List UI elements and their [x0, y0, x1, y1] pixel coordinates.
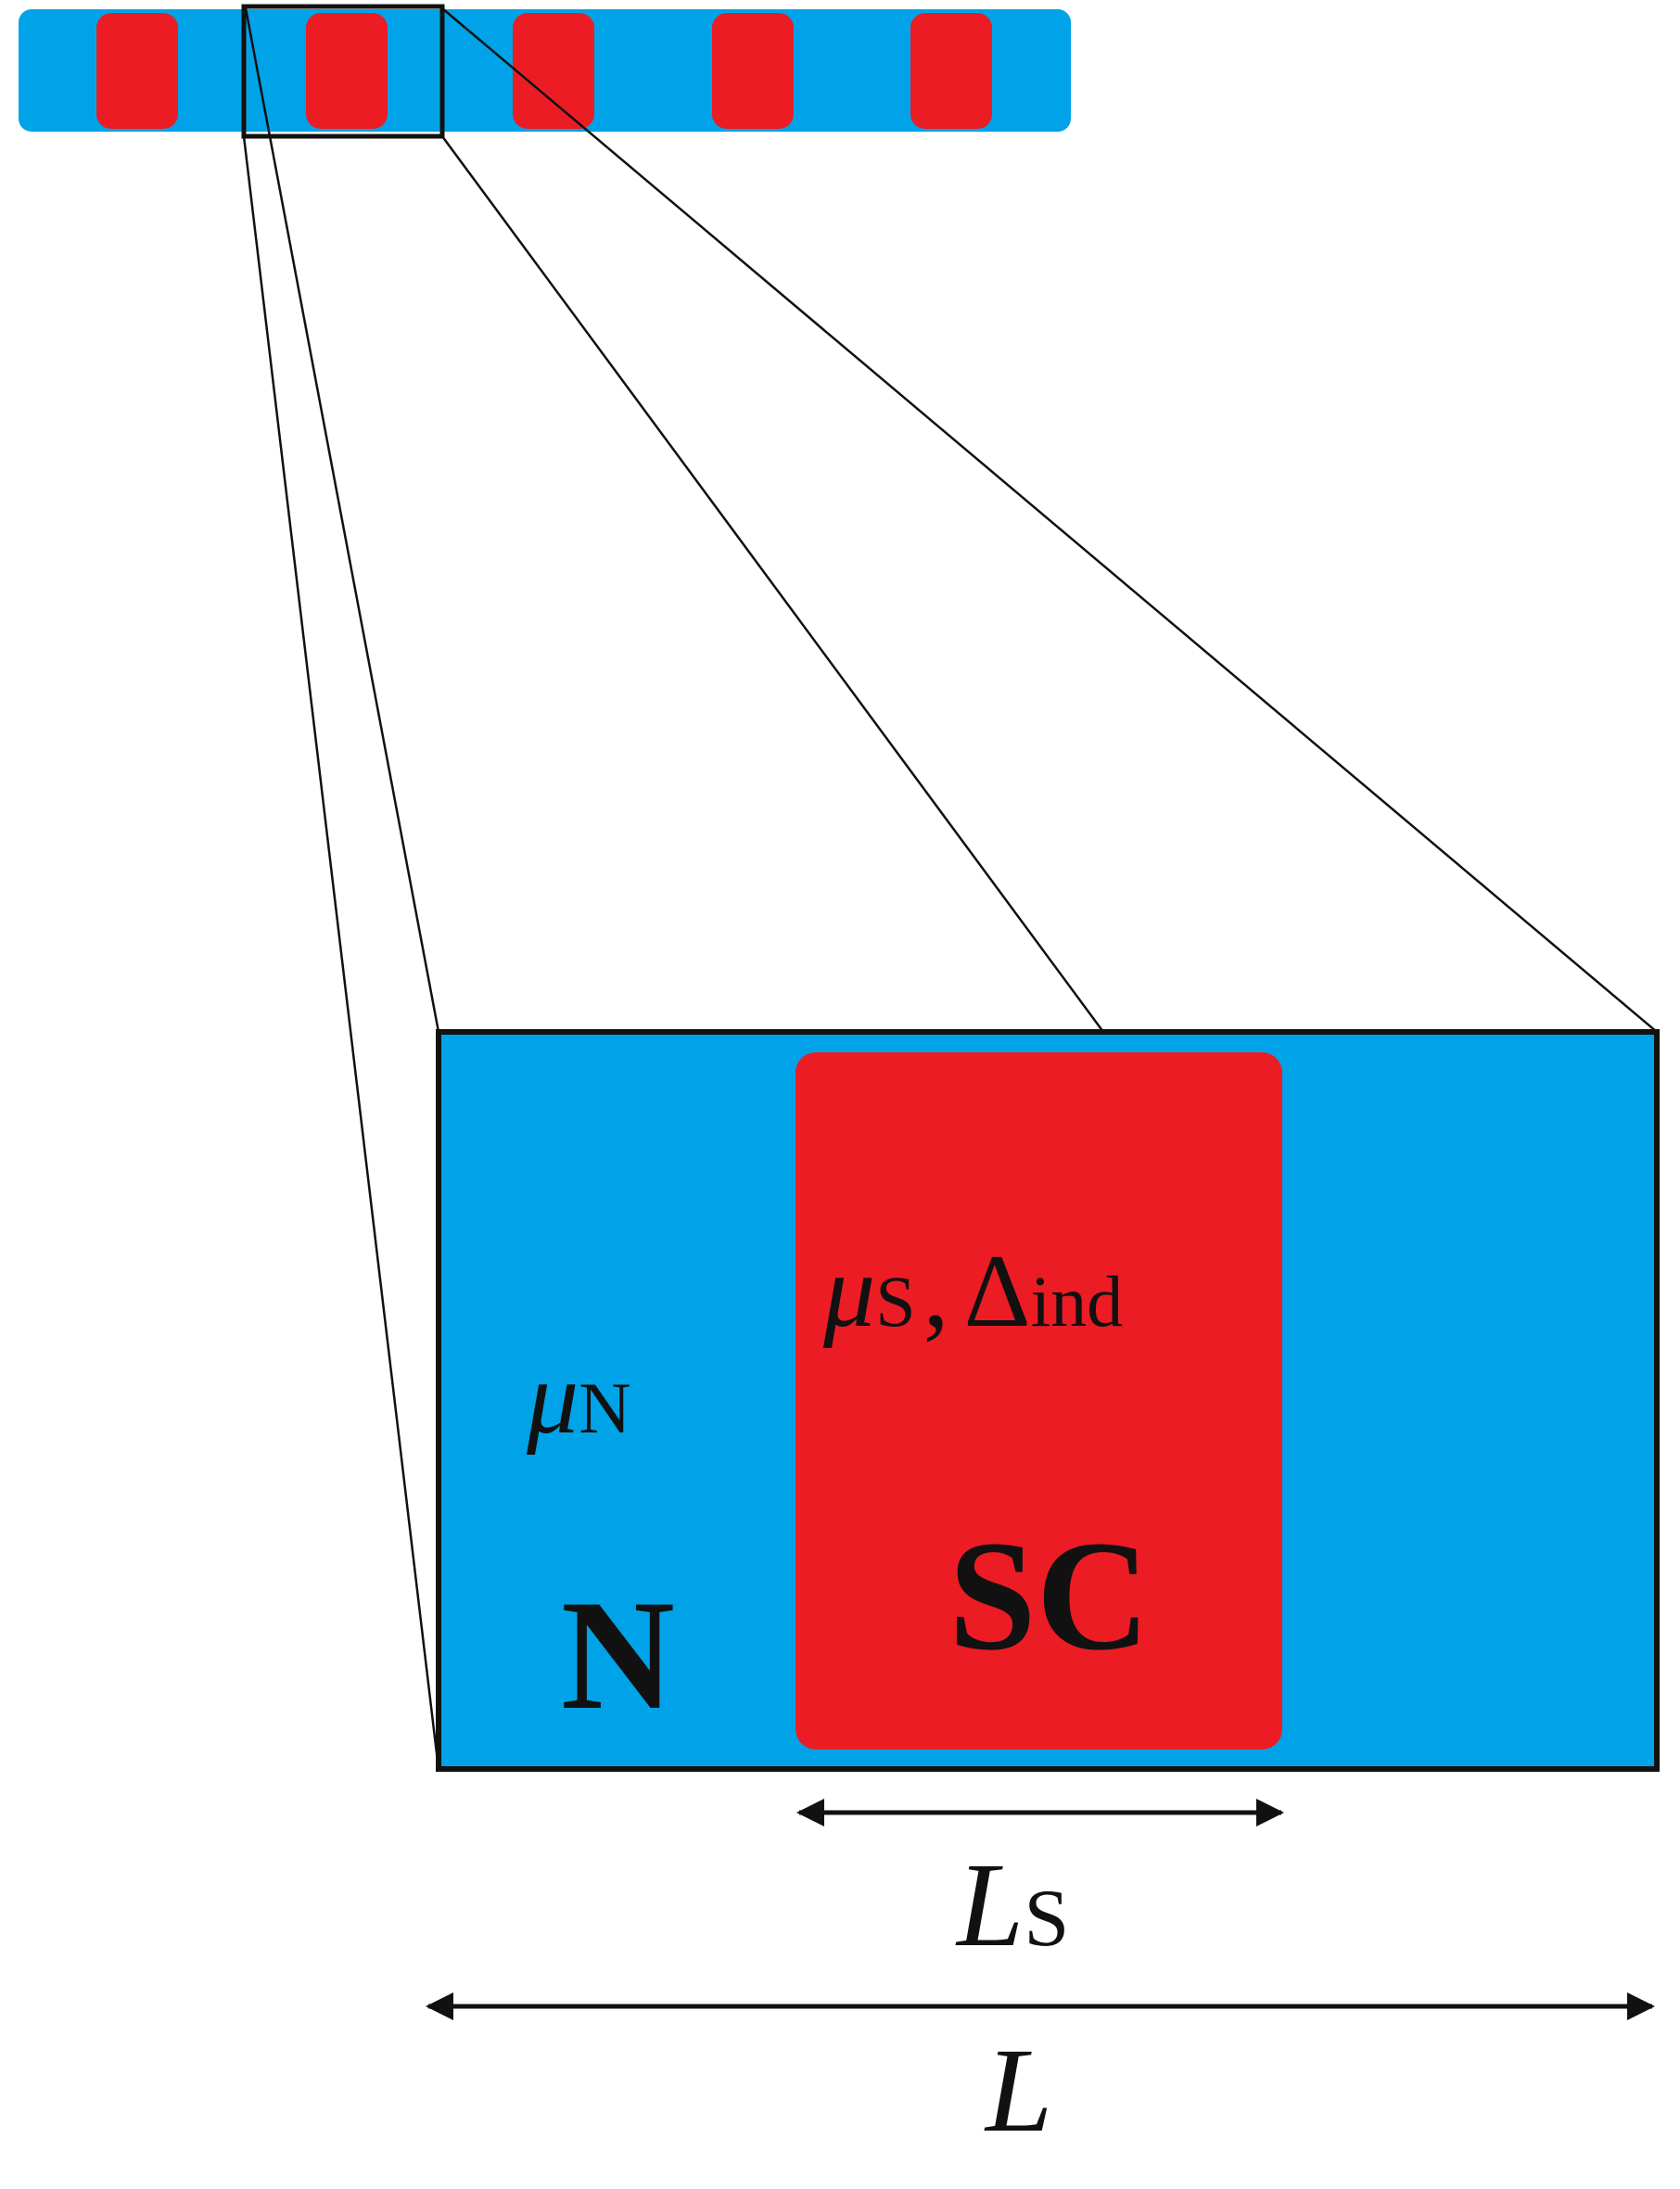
- dimension-l: L: [426, 1992, 1655, 2157]
- l-label: L: [984, 2024, 1052, 2157]
- zoom-selection-box: [241, 4, 445, 139]
- ls-label: LS: [955, 1839, 1069, 1972]
- dimension-ls: LS: [796, 1799, 1284, 1972]
- sc-segment: [712, 13, 794, 129]
- zoom-line: [441, 7, 1658, 1033]
- sc-segment: [513, 13, 594, 129]
- sc-segment: [306, 13, 388, 129]
- zoom-line: [244, 7, 440, 1033]
- mu-n-label: μN: [526, 1341, 631, 1456]
- sc-segment: [910, 13, 992, 129]
- zoom-projection-lines: [242, 7, 1658, 1770]
- region-sc-label: SC: [948, 1508, 1150, 1683]
- full-nanowire: [19, 4, 1071, 139]
- zoomed-unit-cell: μN μS,Δind N SC: [436, 1029, 1660, 1772]
- zoom-line: [242, 135, 440, 1770]
- superconductor-region: [795, 1052, 1282, 1750]
- mu-s-delta-label: μS,Δind: [822, 1234, 1123, 1349]
- region-n-label: N: [561, 1568, 675, 1742]
- sc-segment: [96, 13, 178, 129]
- zoom-line: [440, 135, 1105, 1033]
